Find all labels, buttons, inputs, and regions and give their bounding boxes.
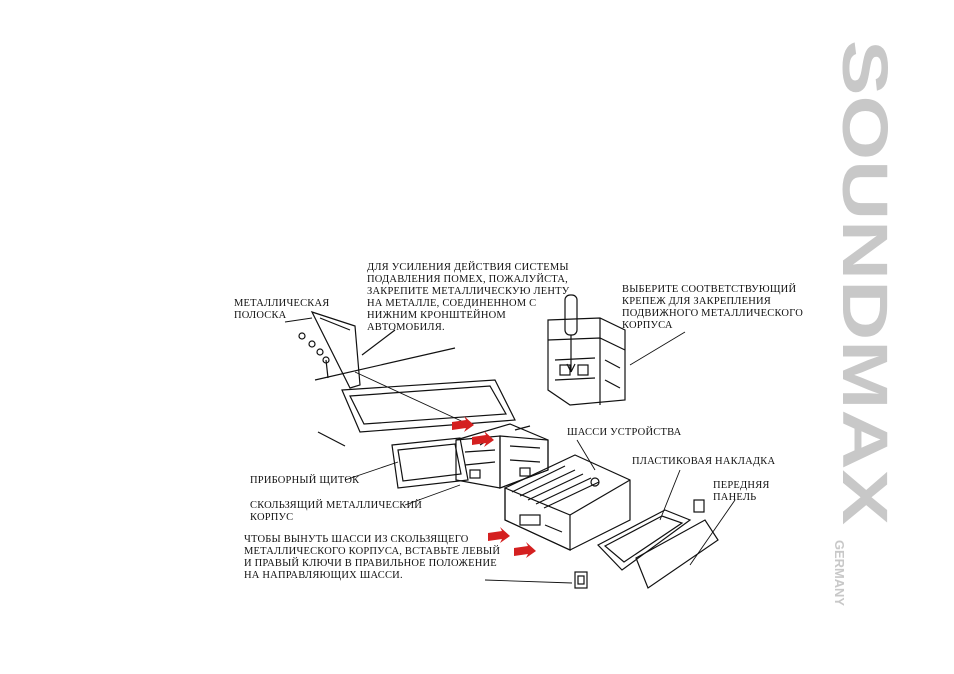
label-select-fastener-line-4: КОРПУСА: [622, 320, 673, 331]
label-sliding-case-line-2: КОРПУС: [250, 512, 294, 523]
label-remove-note-line-3: И ПРАВЫЙ КЛЮЧИ В ПРАВИЛЬНОЕ ПОЛОЖЕНИЕ: [244, 558, 497, 569]
label-select-fastener: ВЫБЕРИТЕ СООТВЕТСТВУЮЩИЙ КРЕПЕЖ ДЛЯ ЗАКР…: [622, 284, 803, 332]
label-interference-line-1: ДЛЯ УСИЛЕНИЯ ДЕЙСТВИЯ СИСТЕМЫ: [367, 262, 569, 273]
label-metal-strip-line-2: ПОЛОСКА: [234, 310, 287, 321]
brand-subtitle: GERMANY: [832, 540, 847, 606]
label-remove-note-line-4: НА НАПРАВЛЯЮЩИХ ШАССИ.: [244, 570, 403, 581]
release-keys: [574, 571, 588, 589]
label-metal-strip: МЕТАЛЛИЧЕСКАЯ ПОЛОСКА: [234, 298, 329, 322]
brand-subtitle-logo: GERMANY: [832, 540, 847, 606]
label-interference-line-3: ЗАКРЕПИТЕ МЕТАЛЛИЧЕСКУЮ ЛЕНТУ: [367, 286, 570, 297]
label-plastic-trim: ПЛАСТИКОВАЯ НАКЛАДКА: [632, 456, 776, 467]
label-interference-line-6: АВТОМОБИЛЯ.: [367, 322, 445, 333]
label-interference-note: ДЛЯ УСИЛЕНИЯ ДЕЙСТВИЯ СИСТЕМЫ ПОДАВЛЕНИЯ…: [367, 262, 569, 334]
label-select-fastener-line-1: ВЫБЕРИТЕ СООТВЕТСТВУЮЩИЙ: [622, 284, 797, 295]
chassis-unit: [504, 454, 631, 551]
label-interference-line-2: ПОДАВЛЕНИЯ ПОМЕХ, ПОЖАЛУЙСТА,: [367, 274, 569, 285]
plastic-trim: [597, 509, 692, 571]
label-select-fastener-line-3: ПОДВИЖНОГО МЕТАЛЛИЧЕСКОГО: [622, 308, 803, 319]
dashboard-frame: [391, 437, 469, 489]
metal-strip: [298, 310, 396, 389]
direction-arrows: [452, 416, 536, 558]
front-panel: [635, 499, 719, 589]
label-interference-line-5: НИЖНИМ КРОНШТЕЙНОМ: [367, 310, 506, 321]
dashboard-opening: [314, 347, 516, 447]
label-front-panel-line-1: ПЕРЕДНЯЯ: [713, 480, 770, 491]
arrow-1: [452, 416, 474, 432]
brand-name: SOUNDMAX: [835, 40, 890, 525]
label-sliding-case-line-1: СКОЛЬЗЯЩИЙ МЕТАЛЛИЧЕСКИЙ: [250, 500, 423, 511]
label-remove-note: ЧТОБЫ ВЫНУТЬ ШАССИ ИЗ СКОЛЬЗЯЩЕГО МЕТАЛЛ…: [244, 534, 500, 582]
label-sliding-case: СКОЛЬЗЯЩИЙ МЕТАЛЛИЧЕСКИЙ КОРПУС: [250, 500, 422, 524]
arrow-4: [514, 542, 536, 558]
leader-lines: [284, 317, 736, 584]
arrow-3: [488, 527, 510, 543]
label-remove-note-line-2: МЕТАЛЛИЧЕСКОГО КОРПУСА, ВСТАВЬТЕ ЛЕВЫЙ: [244, 546, 501, 557]
label-select-fastener-line-2: КРЕПЕЖ ДЛЯ ЗАКРЕПЛЕНИЯ: [622, 296, 771, 307]
label-front-panel-line-2: ПАНЕЛЬ: [713, 492, 757, 503]
label-chassis: ШАССИ УСТРОЙСТВА: [567, 427, 682, 438]
label-dashboard: ПРИБОРНЫЙ ЩИТОК: [250, 475, 360, 486]
cage-detail: [547, 294, 626, 406]
label-metal-strip-line-1: МЕТАЛЛИЧЕСКАЯ: [234, 298, 330, 309]
label-interference-line-4: НА МЕТАЛЛЕ, СОЕДИНЕННОМ С: [367, 298, 537, 309]
arrow-2: [472, 431, 494, 447]
label-remove-note-line-1: ЧТОБЫ ВЫНУТЬ ШАССИ ИЗ СКОЛЬЗЯЩЕГО: [244, 534, 469, 545]
label-front-panel: ПЕРЕДНЯЯ ПАНЕЛЬ: [713, 480, 770, 504]
brand-logo: SOUNDMAX: [835, 40, 890, 525]
sliding-case: [455, 423, 549, 489]
